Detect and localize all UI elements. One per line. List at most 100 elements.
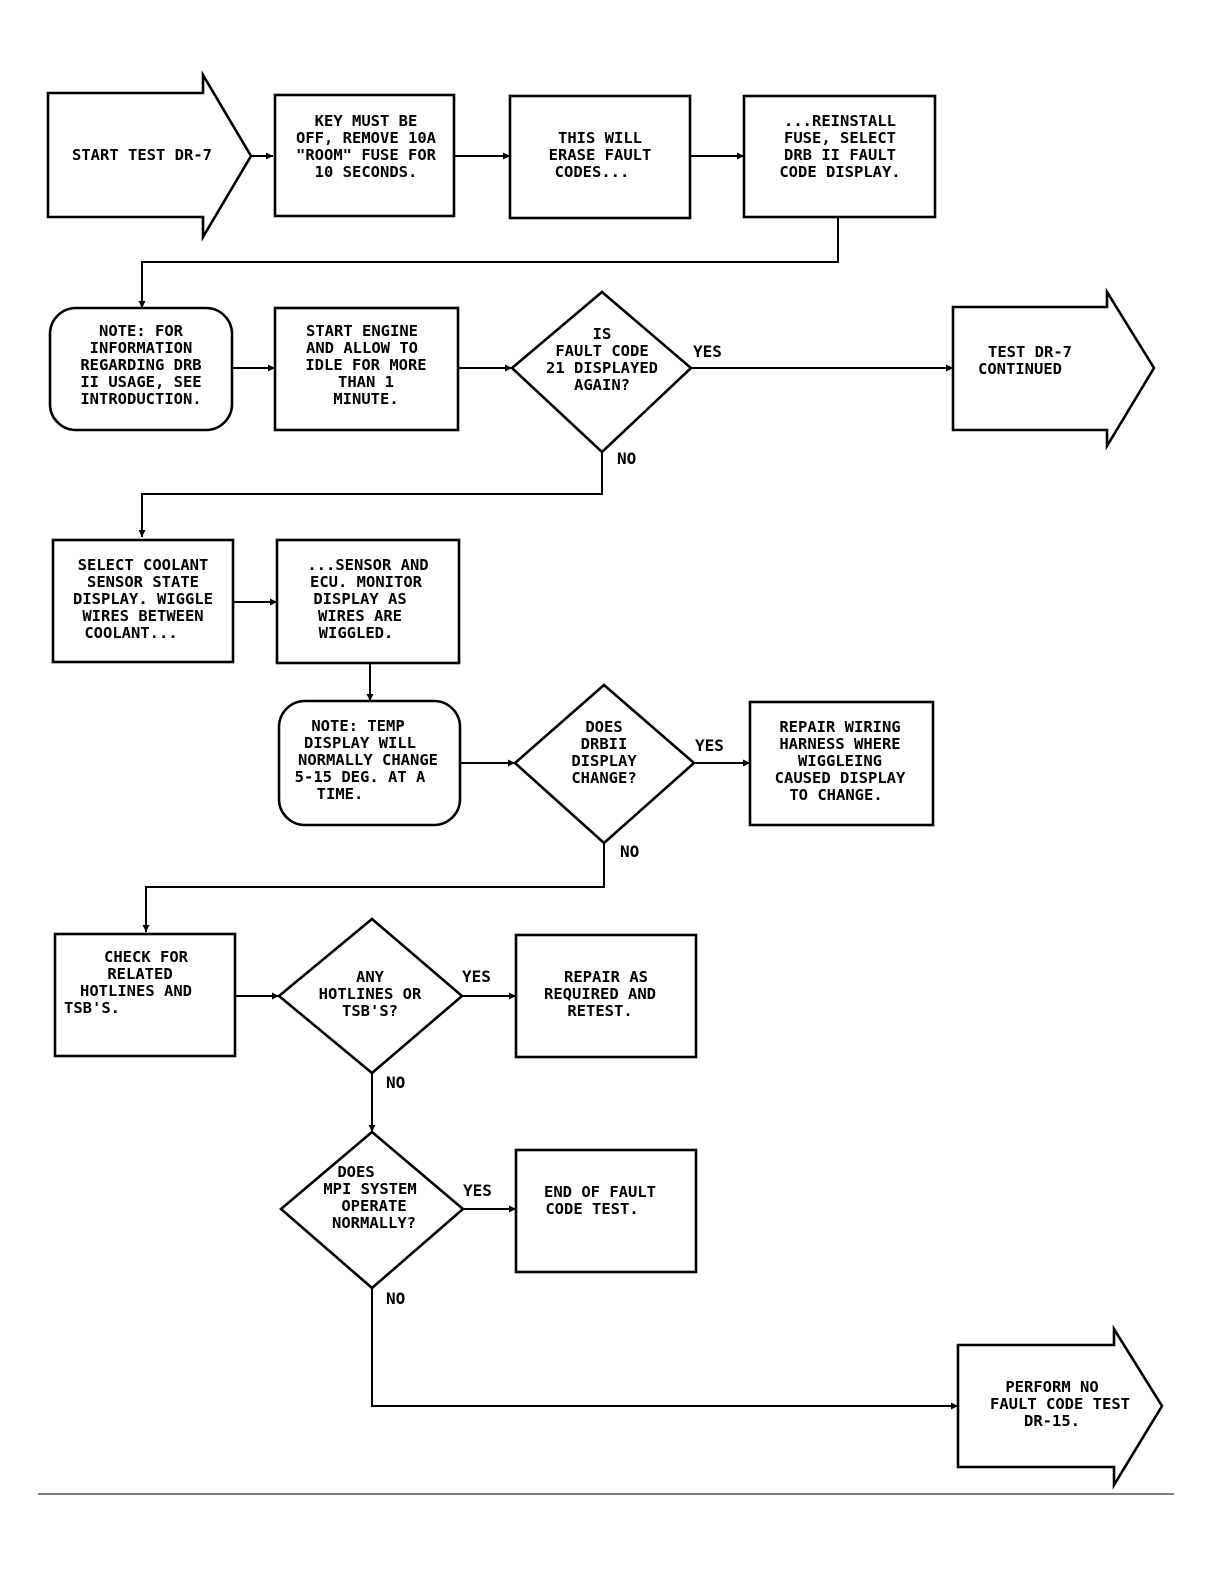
select-coolant-line-1: SELECT COOLANT	[78, 556, 209, 574]
end-test-line-2: CODE TEST.	[545, 1200, 638, 1218]
mpi-yes-label: YES	[463, 1181, 492, 1200]
check-hotlines-line-4: TSB'S.	[64, 999, 120, 1017]
perform-dr15-line-1: PERFORM NO	[1005, 1378, 1098, 1396]
repair-required-line-2: REQUIRED AND	[544, 985, 656, 1003]
sensor-ecu-line-2: ECU. MONITOR	[310, 573, 423, 591]
key-off-box	[273, 93, 456, 218]
note-info-line-2: INFORMATION	[90, 339, 193, 357]
hotlines-line-1: ANY	[356, 968, 385, 986]
edge-reinstall-to-noteinfo	[138, 217, 839, 308]
key-off-line-4: 10 SECONDS.	[315, 163, 418, 181]
repair-required-line-3: RETEST.	[567, 1002, 632, 1020]
drbii-yes-label: YES	[695, 736, 724, 755]
note-temp-line-4: 5-15 DEG. AT A	[295, 768, 426, 786]
edge-fault21-no	[138, 452, 603, 537]
sensor-ecu-line-5: WIGGLED.	[319, 624, 394, 642]
select-coolant-line-5: COOLANT...	[84, 624, 177, 642]
note-info-line-4: II USAGE, SEE	[80, 373, 201, 391]
fault21-line-3: 21 DISPLAYED	[546, 359, 658, 377]
start-label: START TEST DR-7	[72, 146, 212, 164]
mpi-line-4: NORMALLY?	[332, 1214, 416, 1232]
key-off-line-3: "ROOM" FUSE FOR	[296, 146, 437, 164]
mpi-line-1: DOES	[337, 1163, 374, 1181]
note-info-line-1: NOTE: FOR	[99, 322, 184, 340]
reinstall-line-3: DRB II FAULT	[784, 146, 896, 164]
end-test-line-1: END OF FAULT	[544, 1183, 656, 1201]
repair-required-line-1: REPAIR AS	[564, 968, 648, 986]
edge-labels: YES NO YES NO YES NO YES NO	[386, 342, 724, 1308]
node-texts: START TEST DR-7 KEY MUST BE OFF, REMOVE …	[64, 112, 1130, 1430]
start-arrow-shape	[46, 70, 253, 242]
select-coolant-line-2: SENSOR STATE	[87, 573, 199, 591]
start-engine-line-3: IDLE FOR MORE	[305, 356, 426, 374]
connectors	[138, 152, 958, 1410]
check-hotlines-line-3: HOTLINES AND	[80, 982, 192, 1000]
select-coolant-line-4: WIRES BETWEEN	[82, 607, 203, 625]
mpi-line-3: OPERATE	[341, 1197, 406, 1215]
note-temp-line-3: NORMALLY CHANGE	[298, 751, 438, 769]
fault21-no-label: NO	[617, 449, 636, 468]
check-hotlines-line-2: RELATED	[107, 965, 172, 983]
start-engine-line-1: START ENGINE	[306, 322, 418, 340]
fault21-line-2: FAULT CODE	[555, 342, 648, 360]
perform-dr15-line-3: DR-15.	[1024, 1412, 1080, 1430]
repair-wiring-line-5: TO CHANGE.	[789, 786, 882, 804]
key-off-line-2: OFF, REMOVE 10A	[296, 129, 437, 147]
repair-wiring-line-1: REPAIR WIRING	[779, 718, 900, 736]
mpi-diamond	[279, 1130, 465, 1290]
sensor-ecu-box	[275, 538, 461, 665]
fault21-yes-label: YES	[693, 342, 722, 361]
hotlines-yes-label: YES	[462, 967, 491, 986]
perform-dr15-line-2: FAULT CODE TEST	[990, 1395, 1130, 1413]
key-off-line-1: KEY MUST BE	[315, 112, 418, 130]
reinstall-box	[742, 94, 937, 219]
mpi-no-label: NO	[386, 1289, 405, 1308]
hotlines-line-2: HOTLINES OR	[319, 985, 422, 1003]
fault21-line-4: AGAIN?	[574, 376, 630, 394]
erase-line-2: ERASE FAULT	[549, 146, 652, 164]
reinstall-line-4: CODE DISPLAY.	[779, 163, 900, 181]
shapes	[46, 70, 1164, 1490]
drbii-line-1: DOES	[585, 718, 622, 736]
drbii-no-label: NO	[620, 842, 639, 861]
mpi-line-2: MPI SYSTEM	[323, 1180, 416, 1198]
select-coolant-box	[51, 538, 235, 664]
note-info-box	[48, 306, 234, 432]
drbii-diamond	[513, 683, 696, 845]
repair-required-box	[514, 933, 698, 1059]
continued-line-2: CONTINUED	[978, 360, 1062, 378]
drbii-line-4: CHANGE?	[571, 769, 636, 787]
start-engine-line-4: THAN 1	[338, 373, 394, 391]
drbii-line-3: DISPLAY	[571, 752, 637, 770]
check-hotlines-line-1: CHECK FOR	[104, 948, 189, 966]
continued-line-1: TEST DR-7	[988, 343, 1072, 361]
note-temp-box	[277, 699, 462, 827]
fault21-diamond	[510, 290, 693, 454]
hotlines-no-label: NO	[386, 1073, 405, 1092]
select-coolant-line-3: DISPLAY. WIGGLE	[73, 590, 213, 608]
sensor-ecu-line-1: ...SENSOR AND	[307, 556, 428, 574]
repair-wiring-line-2: HARNESS WHERE	[779, 735, 900, 753]
start-engine-line-5: MINUTE.	[333, 390, 398, 408]
repair-wiring-box	[748, 700, 935, 827]
repair-wiring-line-4: CAUSED DISPLAY	[775, 769, 906, 787]
note-info-line-5: INTRODUCTION.	[80, 390, 201, 408]
edge-mpi-no	[371, 1288, 958, 1410]
perform-dr15-arrow-shape	[956, 1324, 1164, 1490]
drbii-line-2: DRBII	[581, 735, 628, 753]
repair-wiring-line-3: WIGGLEING	[798, 752, 882, 770]
reinstall-line-2: FUSE, SELECT	[784, 129, 896, 147]
fault21-line-1: IS	[593, 325, 612, 343]
sensor-ecu-line-3: DISPLAY AS	[313, 590, 406, 608]
erase-line-1: THIS WILL	[558, 129, 642, 147]
note-temp-line-1: NOTE: TEMP	[311, 717, 404, 735]
note-info-line-3: REGARDING DRB	[80, 356, 201, 374]
edge-drbii-no	[142, 843, 605, 932]
reinstall-line-1: ...REINSTALL	[784, 112, 896, 130]
hotlines-line-3: TSB'S?	[342, 1002, 398, 1020]
start-engine-box	[273, 306, 460, 432]
start-engine-line-2: AND ALLOW TO	[306, 339, 418, 357]
note-temp-line-2: DISPLAY WILL	[304, 734, 416, 752]
check-hotlines-box	[53, 932, 237, 1058]
